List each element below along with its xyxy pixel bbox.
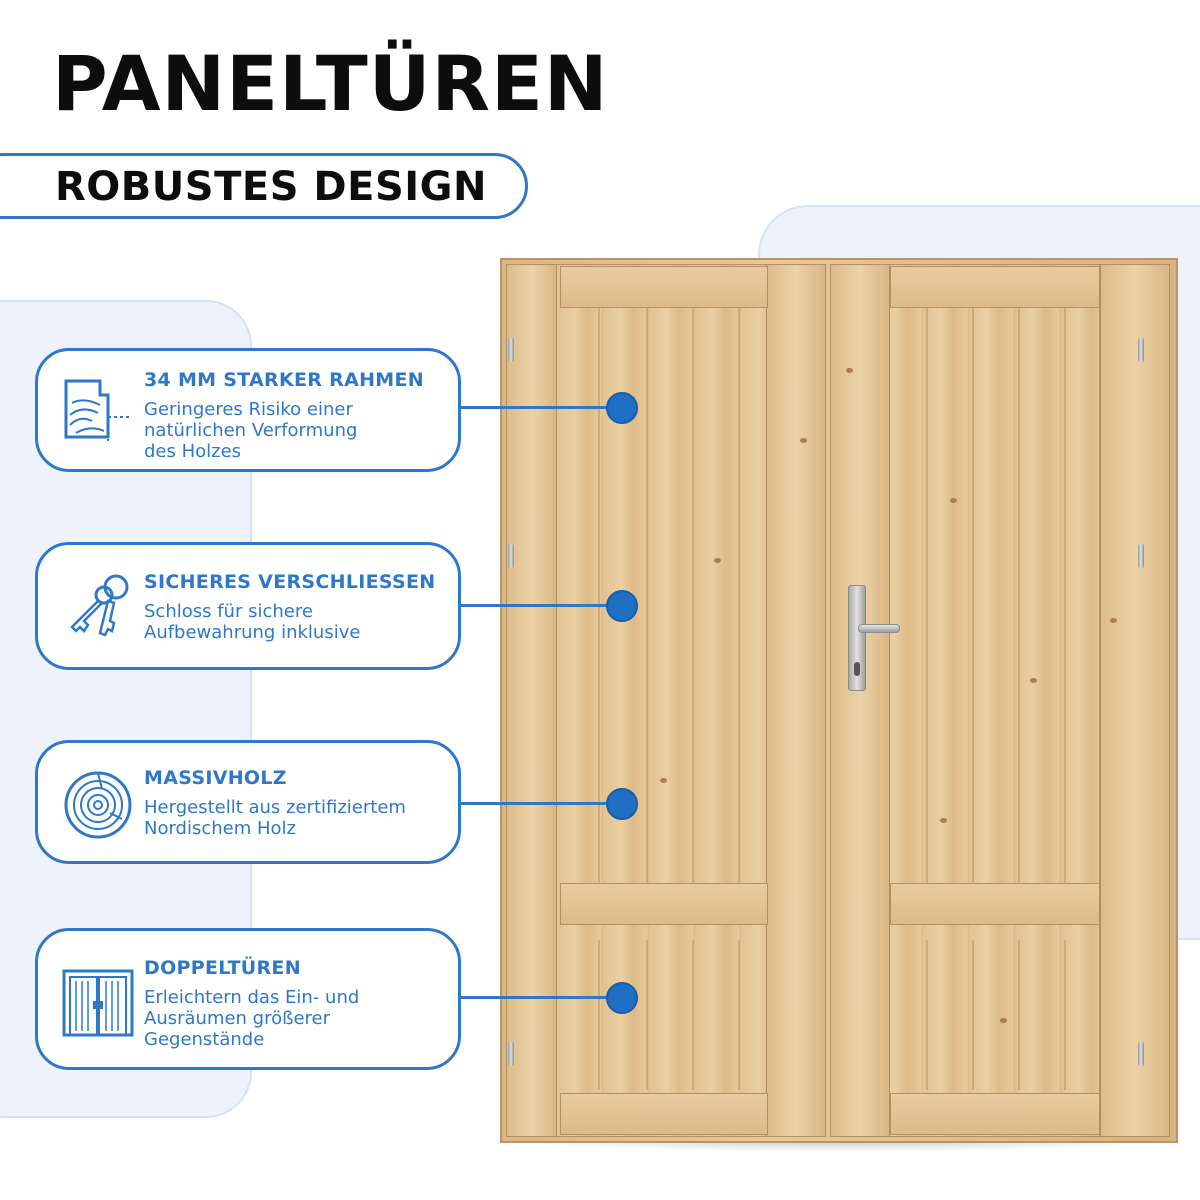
feature-description: Geringeres Risiko einer natürlichen Verf… <box>144 399 358 462</box>
log-rings-icon <box>62 769 134 841</box>
feature-title: 34 MM STARKER RAHMEN <box>144 369 424 391</box>
bottom-rail-right <box>890 1093 1100 1135</box>
wood-profile-icon <box>62 375 134 447</box>
wood-knot <box>846 368 853 373</box>
wood-knot <box>940 818 947 823</box>
wood-knot <box>1110 618 1117 623</box>
middle-rail-left <box>560 883 768 925</box>
board-line <box>738 306 740 896</box>
wood-knot <box>800 438 807 443</box>
subtitle-pill <box>0 153 528 219</box>
connector-line <box>461 802 621 805</box>
hinge <box>1138 1042 1144 1066</box>
door-handle-lever <box>858 624 900 633</box>
board-line <box>926 306 928 896</box>
connector-line <box>461 406 621 409</box>
left-frame-stile <box>506 264 558 1137</box>
callout-dot <box>606 392 638 424</box>
feature-title: MASSIVHOLZ <box>144 767 287 789</box>
board-line <box>1064 306 1066 896</box>
hinge <box>508 338 514 362</box>
feature-description: Schloss für sichere Aufbewahrung inklusi… <box>144 601 361 643</box>
feature-card-solid-wood: MASSIVHOLZ Hergestellt aus zertifizierte… <box>35 740 461 864</box>
feature-description: Erleichtern das Ein- und Ausräumen größe… <box>144 987 360 1050</box>
door-handle-plate <box>848 585 866 691</box>
connector-line <box>461 996 621 999</box>
callout-dot <box>606 788 638 820</box>
board-line <box>1018 306 1020 896</box>
board-line <box>692 306 694 896</box>
middle-rail-right <box>890 883 1100 925</box>
wood-knot <box>660 778 667 783</box>
feature-title: DOPPELTÜREN <box>144 957 301 979</box>
double-door-illustration <box>500 258 1178 1152</box>
wood-knot <box>1000 1018 1007 1023</box>
feature-card-double-doors: DOPPELTÜREN Erleichtern das Ein- und Aus… <box>35 928 461 1070</box>
board-line <box>972 306 974 896</box>
wood-knot <box>714 558 721 563</box>
top-rail-left <box>560 266 768 308</box>
board-line <box>646 940 648 1090</box>
board-line <box>972 940 974 1090</box>
hinge <box>1138 544 1144 568</box>
hinge <box>508 1042 514 1066</box>
page-title: PANELTÜREN <box>52 39 609 128</box>
right-frame-stile <box>1100 264 1170 1137</box>
wood-knot <box>950 498 957 503</box>
feature-description: Hergestellt aus zertifiziertem Nordische… <box>144 797 406 839</box>
board-line <box>1018 940 1020 1090</box>
board-line <box>738 940 740 1090</box>
feature-card-frame: 34 MM STARKER RAHMEN Geringeres Risiko e… <box>35 348 461 472</box>
double-door-icon <box>62 967 134 1039</box>
board-line <box>646 306 648 896</box>
feature-title: SICHERES VERSCHLIESSEN <box>144 571 436 593</box>
board-line <box>598 306 600 896</box>
board-line <box>1064 940 1066 1090</box>
top-rail-right <box>890 266 1100 308</box>
board-line <box>692 940 694 1090</box>
left-leaf-inner-stile <box>766 264 826 1137</box>
board-line <box>598 940 600 1090</box>
right-leaf-inner-stile <box>830 264 890 1137</box>
keys-icon <box>62 571 134 643</box>
wood-knot <box>1030 678 1037 683</box>
keyhole-icon <box>854 662 860 676</box>
connector-line <box>461 604 621 607</box>
callout-dot <box>606 590 638 622</box>
feature-card-lock: SICHERES VERSCHLIESSEN Schloss für siche… <box>35 542 461 670</box>
callout-dot <box>606 982 638 1014</box>
hinge <box>1138 338 1144 362</box>
bottom-rail-left <box>560 1093 768 1135</box>
board-line <box>926 940 928 1090</box>
hinge <box>508 544 514 568</box>
page-subtitle: ROBUSTES DESIGN <box>55 164 487 210</box>
